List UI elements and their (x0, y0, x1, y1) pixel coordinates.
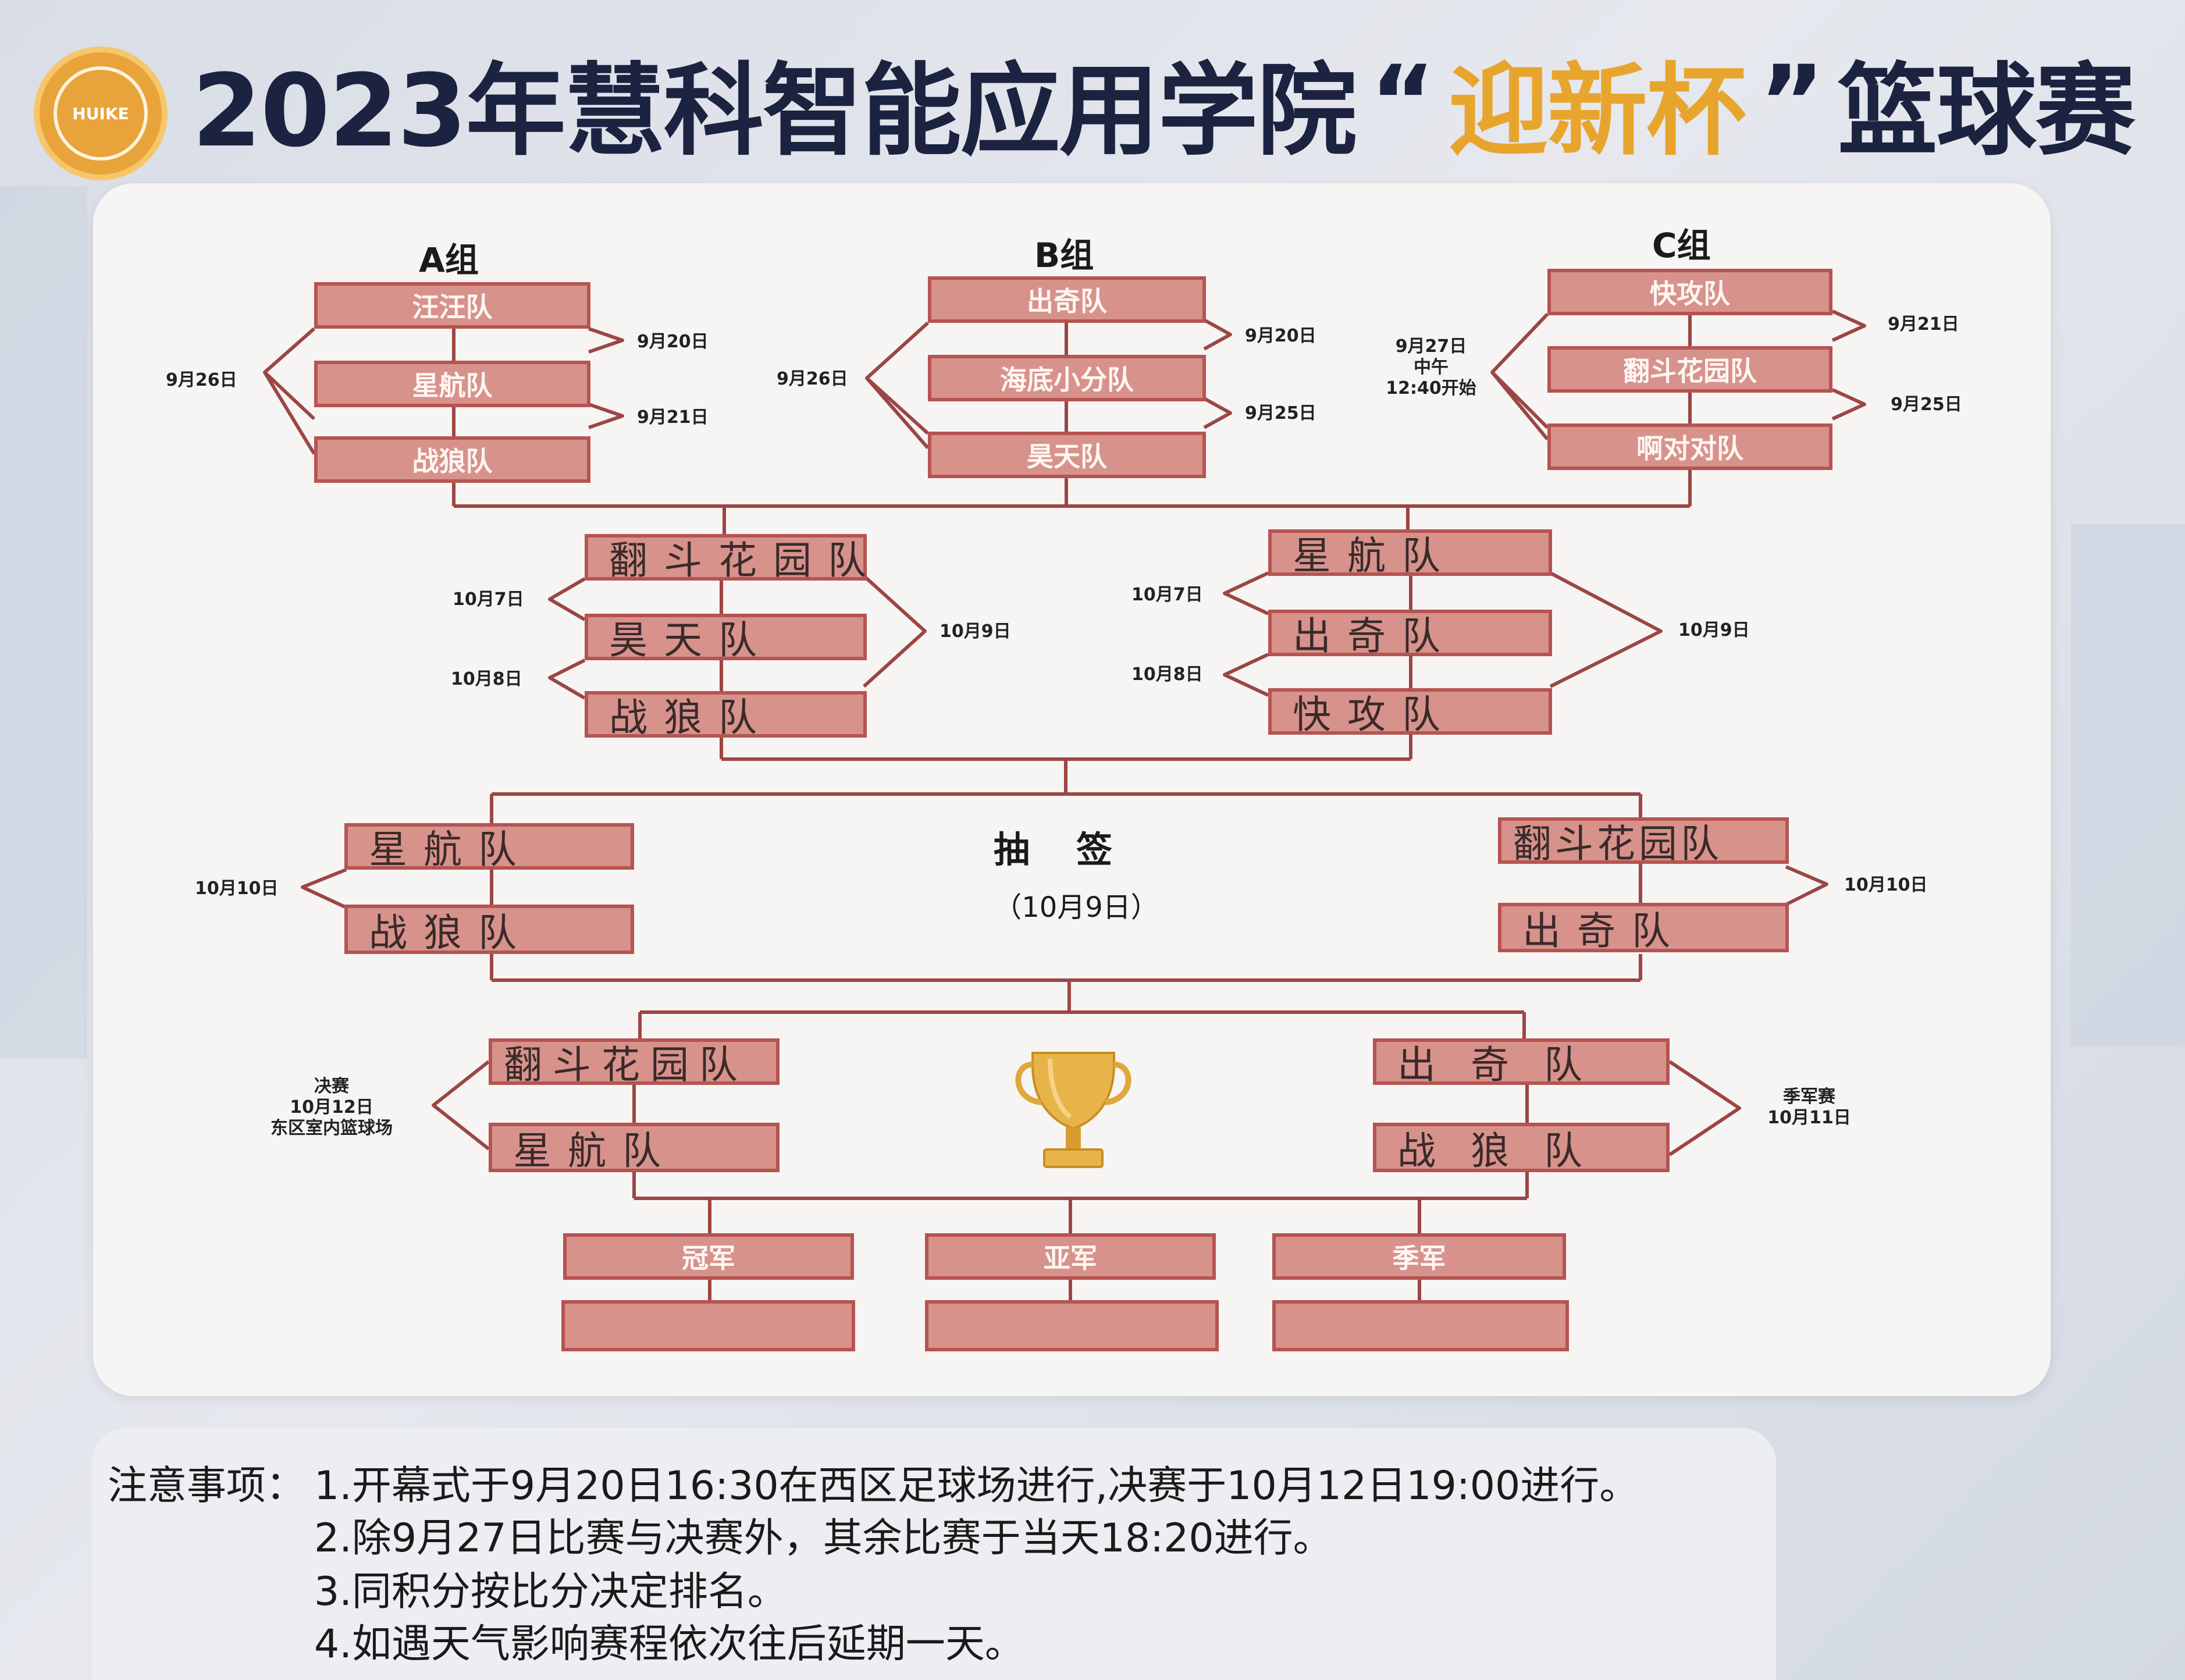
final-label-line-2: 10月12日 (290, 1097, 373, 1117)
third-place-label: 季军赛 10月11日 (1751, 1087, 1867, 1129)
round2-right-right-date: 10月9日 (1678, 620, 1750, 640)
round2-right-team-3: 快攻队 (1268, 688, 1552, 737)
group-a-date-1: 9月20日 (637, 332, 709, 352)
trophy-icon (1015, 1052, 1131, 1168)
semi-left-date: 10月10日 (195, 878, 279, 899)
group-c-date-1: 9月21日 (1888, 314, 1959, 334)
podium-third-blank (1272, 1300, 1569, 1351)
round2-left-team-2: 昊天队 (585, 614, 867, 663)
college-logo: HUIKE (34, 47, 168, 180)
group-c-team-3: 啊对对队 (1547, 423, 1832, 470)
group-a-team-1: 汪汪队 (314, 282, 590, 329)
background-building-right (2071, 524, 2185, 1047)
final-team-2: 星航队 (489, 1123, 780, 1173)
group-c-title: C组 (1652, 226, 1711, 265)
note-line-1: 1.开幕式于9月20日16:30在西区足球场进行,决赛于10月12日19:00进… (314, 1463, 1639, 1509)
poster-header: HUIKE 2023年慧科智能应用学院 “ 迎新杯 ” 篮球赛 (0, 0, 2185, 180)
logo-emblem: HUIKE (54, 66, 148, 161)
group-a-team-2: 星航队 (314, 361, 590, 407)
logo-text: HUIKE (72, 104, 129, 123)
title-main: 2023年慧科智能应用学院 (192, 52, 1357, 169)
third-place-label-line-1: 季军赛 (1783, 1087, 1835, 1107)
group-b-date-2: 9月25日 (1245, 403, 1316, 423)
third-place-team-2: 战狼队 (1373, 1123, 1670, 1173)
semi-right-date: 10月10日 (1844, 875, 1928, 895)
note-line-2: 2.除9月27日比赛与决赛外，其余比赛于当天18:20进行。 (314, 1515, 1333, 1561)
podium-runner-up: 亚军 (925, 1233, 1216, 1280)
round2-right-team-1: 星航队 (1268, 529, 1552, 578)
note-line-3: 3.同积分按比分决定排名。 (314, 1569, 787, 1615)
group-b-team-2: 海底小分队 (928, 355, 1206, 401)
final-label-line-3: 东区室内篮球场 (271, 1118, 393, 1138)
group-c-left-date-line-1: 9月27日 (1395, 336, 1467, 357)
round2-left-team-1: 翻斗花园队 (585, 534, 867, 583)
group-c-left-date: 9月27日 中午 12:40开始 (1379, 336, 1483, 399)
semi-right-team-2: 出奇队 (1498, 903, 1789, 953)
group-c-date-2: 9月25日 (1891, 394, 1962, 415)
group-b-team-3: 昊天队 (928, 432, 1206, 478)
note-line-4: 4.如遇天气影响赛程依次往后延期一天。 (314, 1621, 1024, 1667)
title-open-quote: “ (1369, 43, 1436, 161)
semi-left-team-2: 战狼队 (344, 905, 634, 955)
round2-left-right-date: 10月9日 (940, 621, 1011, 642)
group-c-team-2: 翻斗花园队 (1547, 346, 1832, 393)
notes-panel (92, 1428, 1776, 1680)
group-a-title: A组 (419, 240, 479, 280)
round2-right-team-2: 出奇队 (1268, 610, 1552, 659)
podium-runner-up-blank (925, 1300, 1219, 1351)
group-b-left-date: 9月26日 (777, 369, 848, 389)
round2-right-date-1: 10月7日 (1131, 585, 1203, 605)
podium-champion: 冠军 (563, 1233, 854, 1280)
round2-right-date-2: 10月8日 (1131, 664, 1203, 685)
group-b-title: B组 (1034, 236, 1094, 275)
notes-heading: 注意事项： (108, 1463, 306, 1509)
title-tail: 篮球赛 (1837, 52, 2136, 169)
round2-left-date-2: 10月8日 (451, 669, 522, 689)
third-place-label-line-2: 10月11日 (1767, 1108, 1851, 1128)
title-close-quote: ” (1759, 43, 1825, 161)
group-c-left-date-line-2: 中午 (1414, 357, 1449, 378)
podium-third: 季军 (1272, 1233, 1566, 1280)
group-c-team-1: 快攻队 (1547, 269, 1832, 315)
semi-right-team-1: 翻斗花园队 (1498, 817, 1789, 866)
round2-left-team-3: 战狼队 (585, 691, 867, 740)
podium-champion-blank (561, 1300, 855, 1351)
group-a-date-2: 9月21日 (637, 407, 709, 428)
poster-title: 2023年慧科智能应用学院 “ 迎新杯 ” 篮球赛 (192, 35, 2136, 170)
draw-title: 抽签 (993, 828, 1159, 871)
group-b-date-1: 9月20日 (1245, 326, 1316, 346)
group-b-team-1: 出奇队 (928, 276, 1206, 323)
final-label: 决赛 10月12日 东区室内篮球场 (256, 1076, 407, 1139)
background-building-left (0, 186, 87, 1059)
final-label-line-1: 决赛 (314, 1076, 349, 1097)
round2-left-date-1: 10月7日 (453, 589, 524, 610)
title-highlight: 迎新杯 (1448, 52, 1746, 169)
group-a-left-date: 9月26日 (166, 370, 237, 390)
group-a-team-3: 战狼队 (314, 436, 590, 483)
draw-date: （10月9日） (994, 891, 1159, 924)
third-place-team-1: 出奇队 (1373, 1038, 1670, 1087)
group-c-left-date-line-3: 12:40开始 (1386, 378, 1476, 398)
final-team-1: 翻斗花园队 (489, 1038, 780, 1087)
semi-left-team-1: 星航队 (344, 823, 634, 872)
